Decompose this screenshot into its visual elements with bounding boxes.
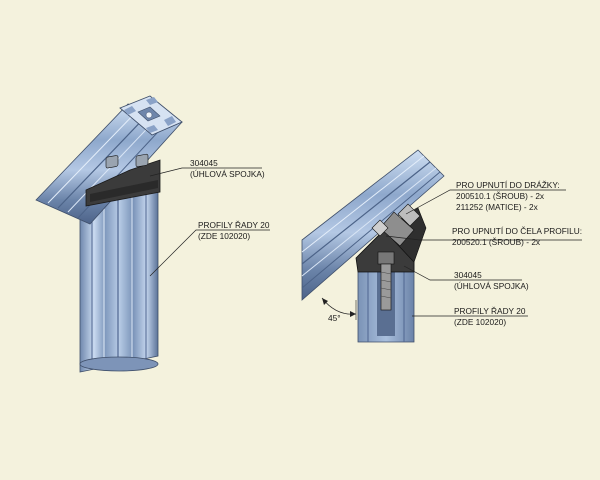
groove-title: PRO UPNUTÍ DO DRÁŽKY: [456, 180, 560, 190]
left-profile-leader [149, 229, 270, 277]
left-connector-desc: (ÚHLOVÁ SPOJKA) [190, 169, 265, 179]
left-angle-connector [85, 153, 161, 207]
right-connector-leader [403, 265, 522, 281]
left-connector-part: 304045 [190, 158, 218, 168]
right-connector-desc: (ÚHLOVÁ SPOJKA) [454, 281, 529, 291]
angle-dimension: 45° [321, 297, 357, 323]
face-title: PRO UPNUTÍ DO ČELA PROFILU: [452, 226, 582, 236]
left-profile-part: PROFILY ŘADY 20 [198, 220, 270, 230]
right-groove-bolt [371, 203, 421, 247]
left-profile-desc: (ZDE 102020) [198, 231, 250, 241]
groove-leader [405, 189, 566, 215]
right-connector-part: 304045 [454, 270, 482, 280]
left-connector-leader [149, 167, 262, 177]
right-profile-part: PROFILY ŘADY 20 [454, 306, 526, 316]
left-view: 304045 (ÚHLOVÁ SPOJKA) PROFILY ŘADY 20 (… [35, 95, 270, 373]
right-profile-desc: (ZDE 102020) [454, 317, 506, 327]
right-face-bolt [377, 251, 395, 311]
face-leader [385, 235, 582, 241]
angle-label: 45° [328, 313, 341, 323]
groove-line1: 200510.1 (ŠROUB) - 2x [456, 191, 545, 201]
left-vertical-profile [79, 187, 159, 373]
right-diagonal-profile [301, 149, 445, 301]
groove-line2: 211252 (MATICE) - 2x [456, 202, 539, 212]
right-view: 45° PRO UPNUTÍ DO DRÁŽKY: 200510.1 (ŠROU… [301, 149, 582, 343]
face-line1: 200520.1 (ŠROUB) - 2x [452, 237, 541, 247]
